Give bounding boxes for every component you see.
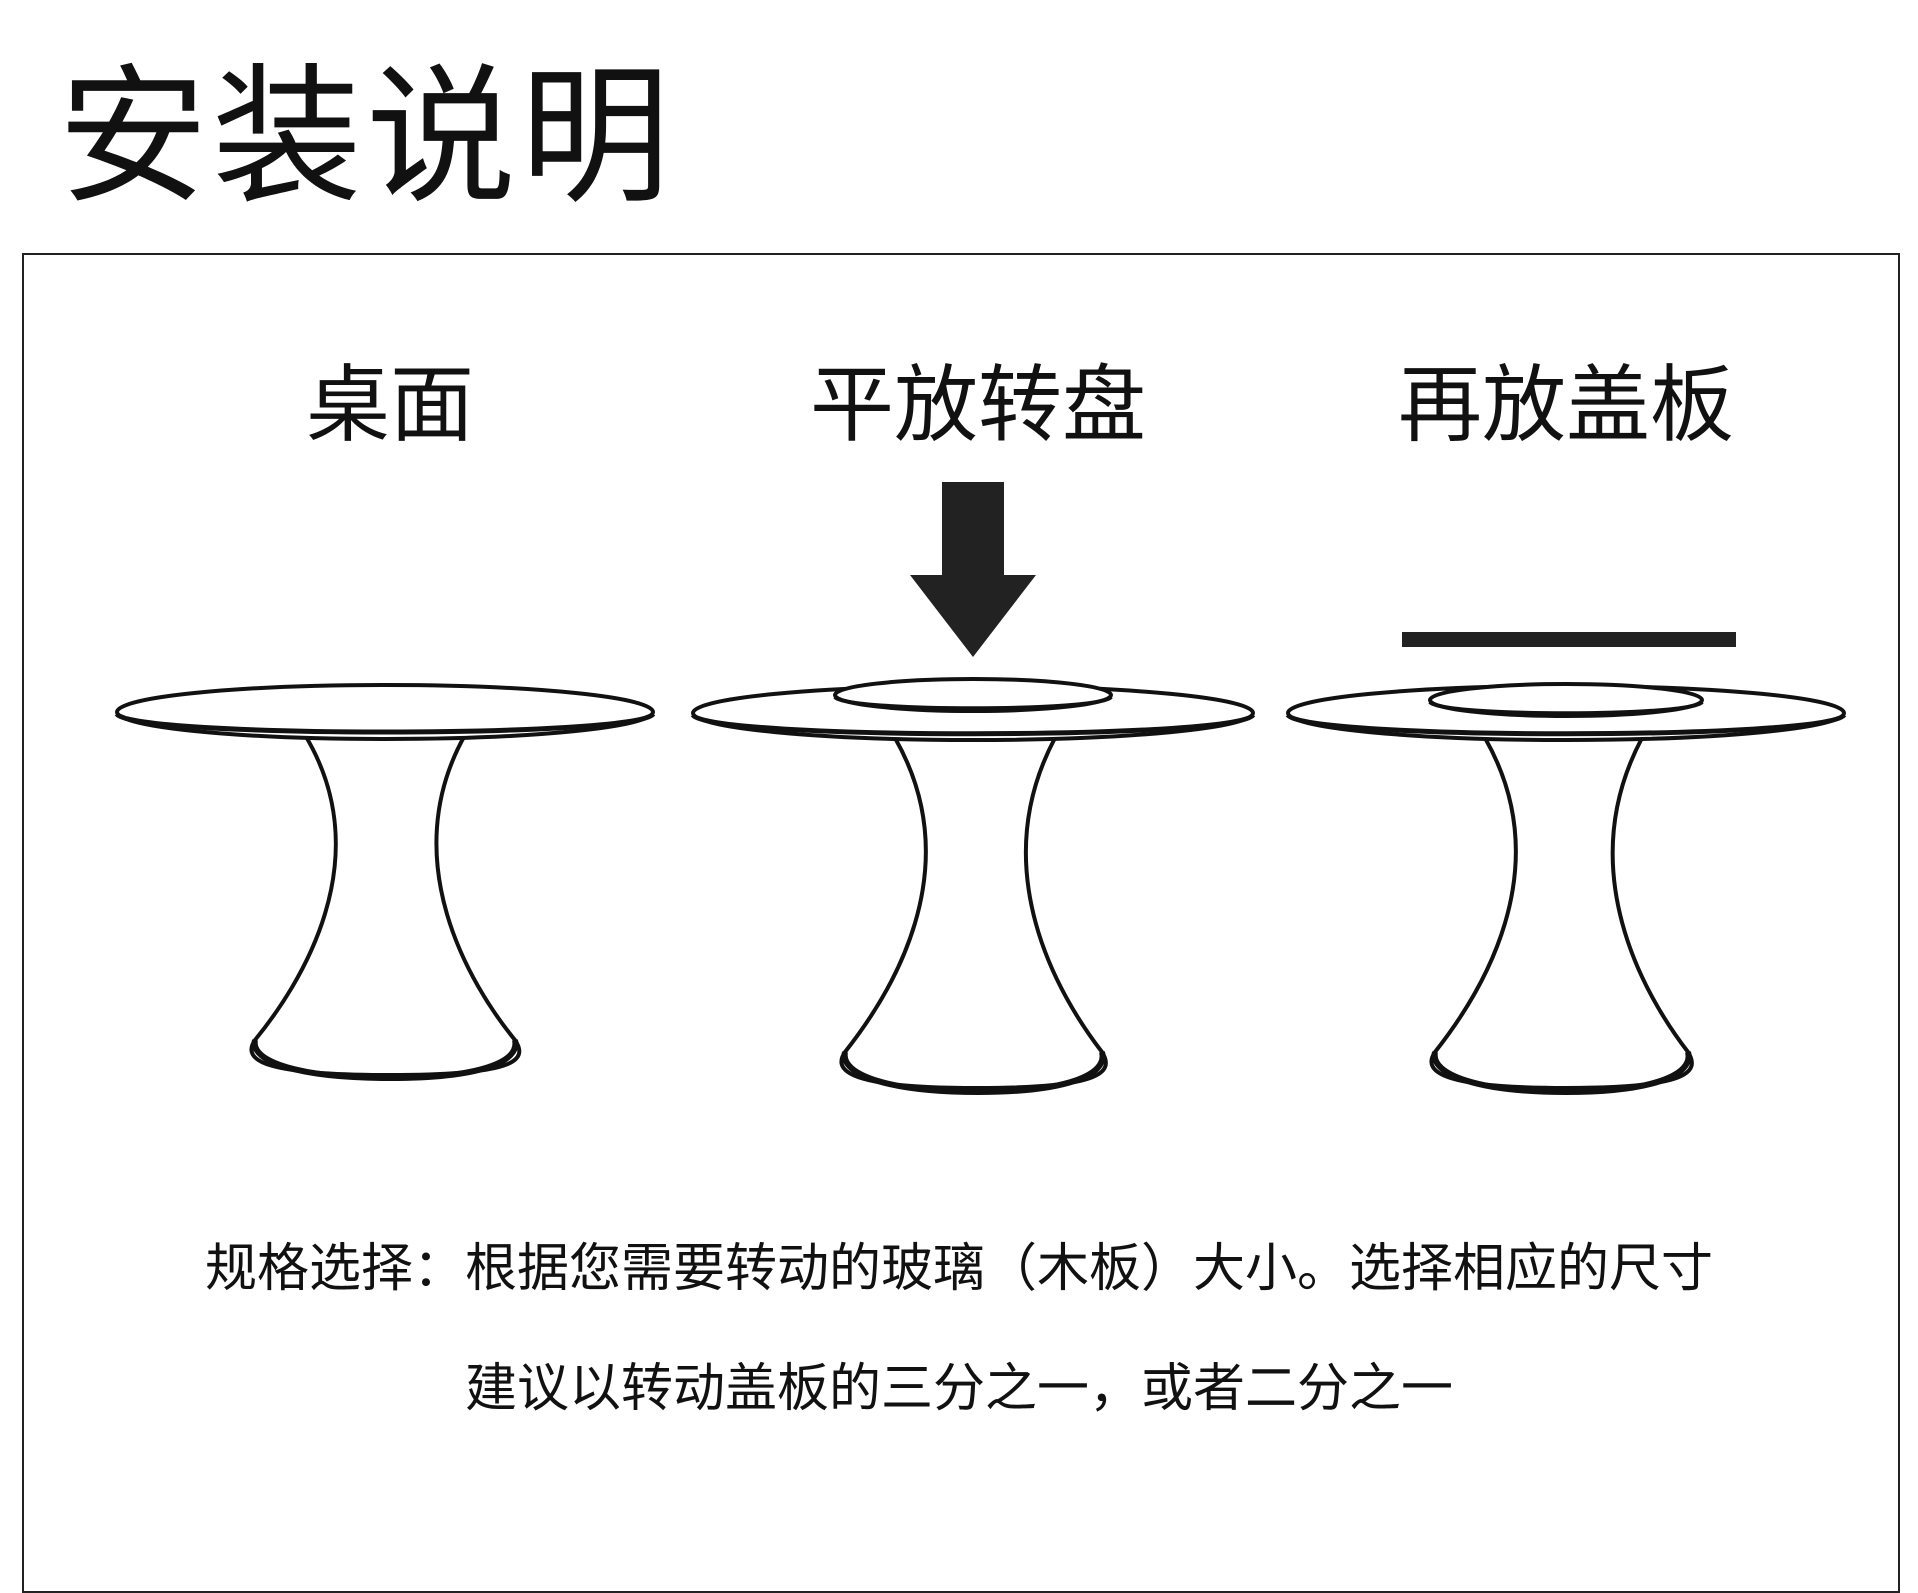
step-3-label: 再放盖板 (1397, 356, 1735, 454)
table-illustration-2 (690, 677, 1256, 1096)
table-top-1 (115, 683, 655, 741)
table-base-rim-1 (251, 1039, 519, 1082)
table-top-edge-3 (1285, 713, 1847, 737)
turntable-edge-2 (833, 695, 1113, 711)
table-illustration-1 (114, 683, 656, 1082)
cover-board-bar (1402, 632, 1736, 647)
table-top-edge-1 (114, 712, 656, 735)
table-base-rim-2 (841, 1051, 1106, 1096)
step-2-label: 平放转盘 (809, 356, 1147, 454)
table-illustration-3 (1285, 682, 1847, 1096)
down-arrow-icon (910, 482, 1036, 657)
step-1-label: 桌面 (305, 356, 475, 454)
turntable-3 (1428, 682, 1704, 718)
turntable-edge-3 (1428, 700, 1704, 716)
table-top-edge-2 (690, 713, 1256, 737)
table-base-rim-3 (1431, 1051, 1692, 1096)
turntable-2 (833, 677, 1113, 713)
page-title: 安装说明 (58, 51, 675, 225)
spec-note-line-2: 建议以转动盖板的三分之一，或者二分之一 (464, 1359, 1453, 1419)
table-pedestal-3 (1429, 736, 1694, 1091)
table-pedestal-1 (249, 733, 522, 1078)
table-pedestal-2 (839, 736, 1108, 1091)
spec-note-line-1: 规格选择：根据您需要转动的玻璃（木板）大小。选择相应的尺寸 (204, 1239, 1713, 1299)
